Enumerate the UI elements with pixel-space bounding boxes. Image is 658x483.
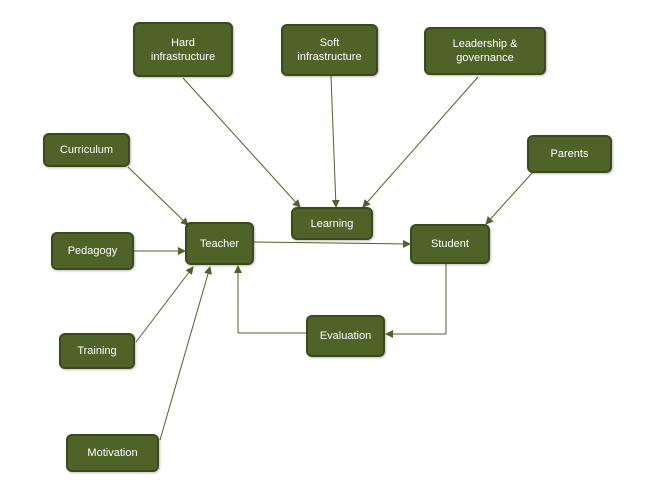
- arrow-motivation-to-teacher: [159, 266, 212, 441]
- node-student[interactable]: Student: [410, 224, 490, 264]
- node-motivation[interactable]: Motivation: [66, 434, 159, 472]
- node-training[interactable]: Training: [59, 333, 135, 369]
- node-leadership-governance[interactable]: Leadership & governance: [424, 27, 546, 75]
- node-learning[interactable]: Learning: [291, 207, 373, 240]
- arrow-leadership-to-learning: [362, 76, 479, 208]
- node-evaluation[interactable]: Evaluation: [306, 315, 385, 357]
- arrow-parents-to-student: [485, 171, 534, 225]
- node-curriculum[interactable]: Curriculum: [43, 133, 130, 167]
- arrow-training-to-teacher: [135, 266, 194, 343]
- node-teacher[interactable]: Teacher: [185, 222, 254, 265]
- node-hard-infrastructure[interactable]: Hard infrastructure: [133, 22, 233, 77]
- arrow-curriculum-to-teacher: [127, 166, 189, 226]
- node-parents[interactable]: Parents: [527, 135, 612, 173]
- arrow-soft-to-learning: [330, 75, 340, 208]
- node-soft-infrastructure[interactable]: Soft infrastructure: [281, 24, 378, 76]
- arrow-teacher-to-student: [253, 239, 411, 248]
- node-pedagogy[interactable]: Pedagogy: [51, 232, 134, 270]
- arrow-hard-to-learning: [182, 77, 301, 208]
